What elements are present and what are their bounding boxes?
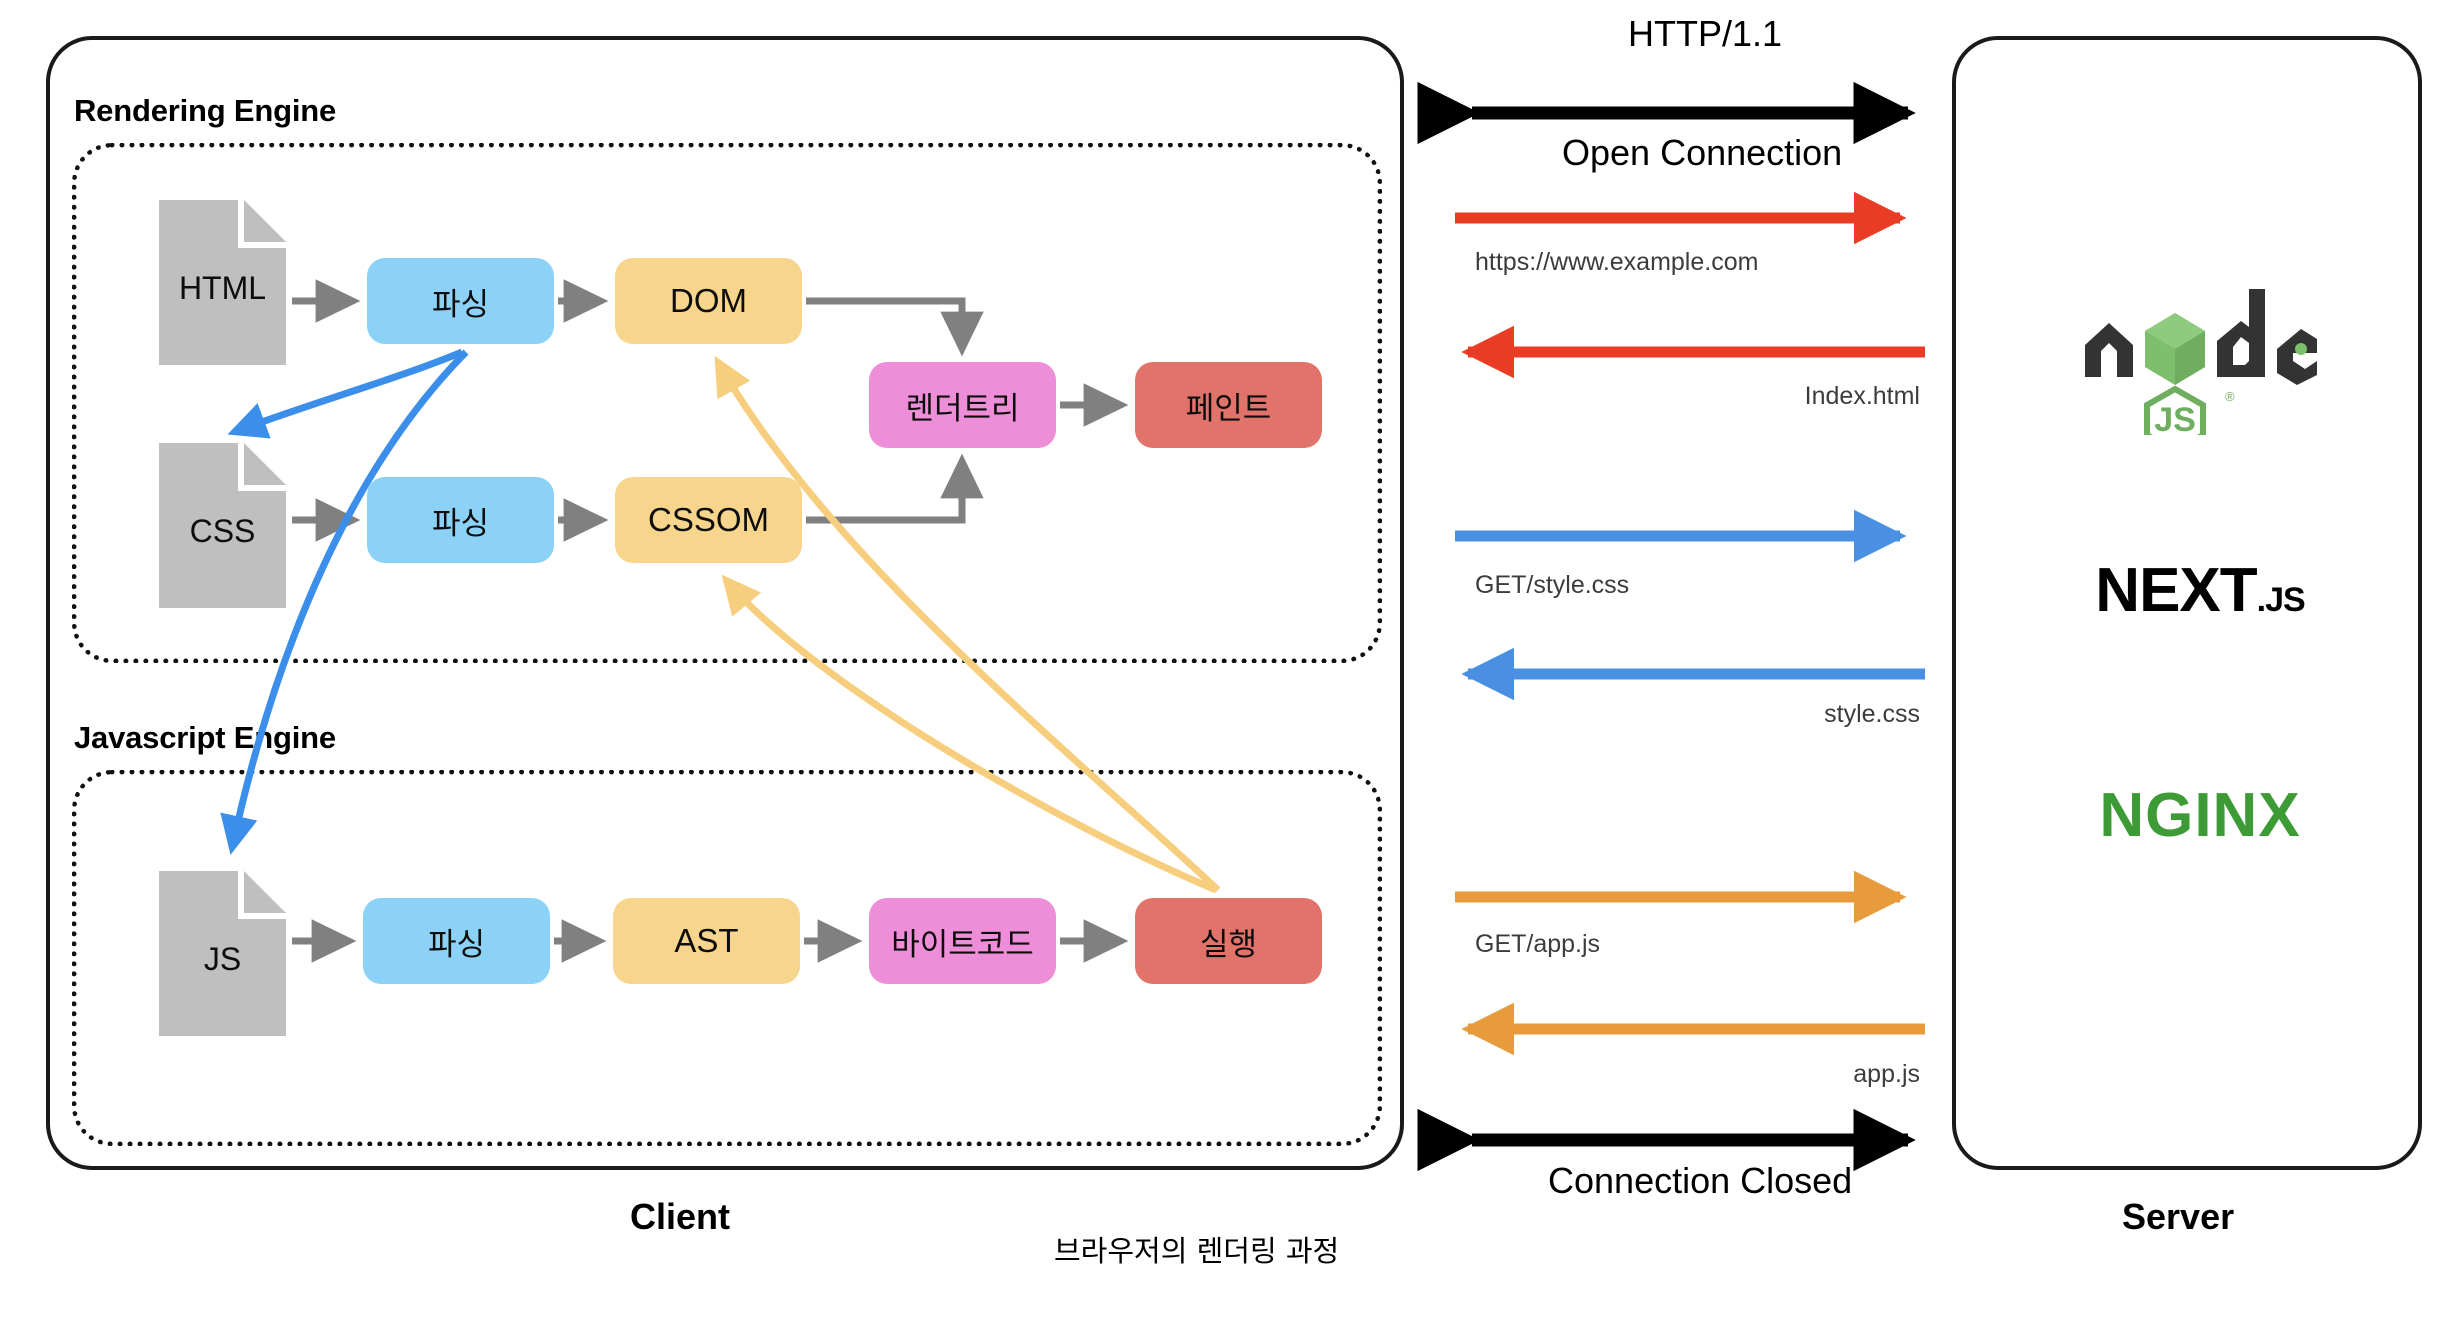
svg-text:JS: JS — [2154, 401, 2196, 435]
client-caption: Client — [630, 1196, 731, 1237]
nginx-logo: NGINX — [2050, 770, 2350, 860]
server-container — [1952, 36, 2422, 1170]
css-file-icon: CSS — [159, 443, 286, 608]
node-parse-js[interactable]: 파싱 — [363, 898, 550, 984]
exchange-label-req-css: GET/style.css — [1475, 571, 1630, 599]
css-file-label: CSS — [189, 513, 256, 549]
nextjs-logo: NEXT.JS — [2050, 545, 2350, 635]
exchange-label-req-page: https://www.example.com — [1475, 248, 1759, 276]
open-connection-label: Open Connection — [1562, 132, 1843, 173]
nextjs-wordmark: NEXT.JS — [2095, 555, 2306, 626]
protocol-label: HTTP/1.1 — [1628, 13, 1783, 54]
nginx-wordmark: NGINX — [2099, 780, 2301, 850]
node-bytecode[interactable]: 바이트코드 — [869, 898, 1056, 984]
js-file-label: JS — [203, 941, 242, 977]
exchange-label-req-js: GET/app.js — [1475, 930, 1601, 958]
nodejs-logo: JS ® — [2077, 285, 2317, 435]
node-parse-html[interactable]: 파싱 — [367, 258, 554, 344]
html-file-icon: HTML — [159, 200, 286, 365]
rendering-engine-title: Rendering Engine — [74, 93, 337, 128]
node-ast[interactable]: AST — [613, 898, 800, 984]
exchange-label-res-page: Index.html — [1804, 382, 1920, 410]
node-cssom[interactable]: CSSOM — [615, 477, 802, 563]
server-caption: Server — [2122, 1196, 2235, 1237]
exchange-label-res-css: style.css — [1824, 700, 1920, 728]
svg-text:®: ® — [2225, 389, 2235, 404]
node-execute[interactable]: 실행 — [1135, 898, 1322, 984]
js-file-icon: JS — [159, 871, 286, 1036]
nextjs-name: NEXT — [2095, 555, 2257, 625]
node-dom[interactable]: DOM — [615, 258, 802, 344]
html-file-label: HTML — [178, 270, 267, 306]
connection-closed-label: Connection Closed — [1548, 1160, 1853, 1201]
javascript-engine-title: Javascript Engine — [74, 720, 336, 755]
node-paint[interactable]: 페인트 — [1135, 362, 1322, 448]
node-parse-css[interactable]: 파싱 — [367, 477, 554, 563]
node-render-tree[interactable]: 렌더트리 — [869, 362, 1056, 448]
nextjs-suffix: .JS — [2256, 580, 2306, 619]
exchange-label-res-js: app.js — [1853, 1060, 1920, 1088]
diagram-caption: 브라우저의 렌더링 과정 — [1054, 1234, 1340, 1268]
